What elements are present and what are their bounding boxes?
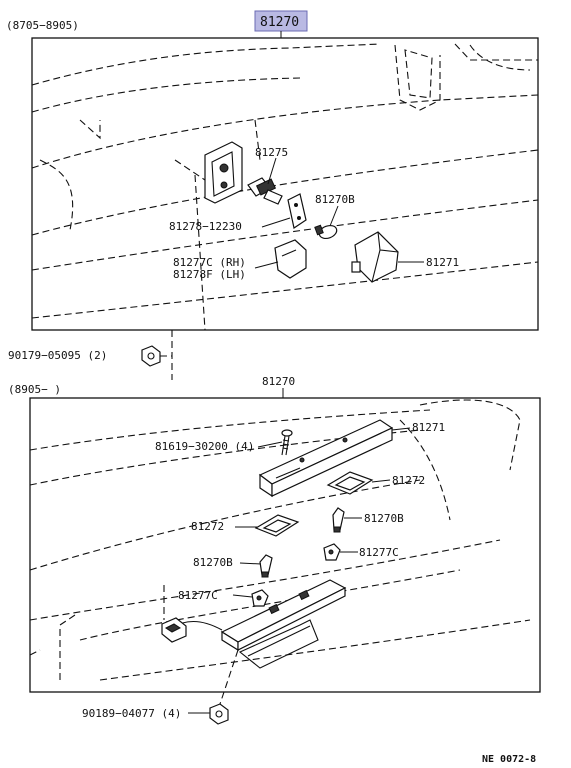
nut-90189-dashed-line [217,649,239,711]
top-body-outline [31,43,539,331]
leader-81272-right [371,479,391,483]
label-81619-30200[interactable]: 81619−30200 (4) [155,440,254,453]
leader-81271-bottom [391,427,411,431]
bulb-81270B-left[interactable] [259,554,273,578]
bracket-81278[interactable] [287,193,307,229]
label-81278-12230[interactable]: 81278−12230 [169,220,242,233]
leader-81270B-top [329,205,339,227]
label-81270B-top[interactable]: 81270B [315,193,355,206]
nut-90189[interactable] [209,703,229,725]
label-81270B-left[interactable]: 81270B [193,556,233,569]
label-81272-left[interactable]: 81272 [191,520,224,533]
screw-81619[interactable] [281,429,293,456]
top-frame [31,37,539,331]
label-81270B-right[interactable]: 81270B [364,512,404,525]
leader-81277C-left [232,594,253,598]
lamp-base-bottom[interactable] [220,579,347,669]
label-81271-bottom[interactable]: 81271 [412,421,445,434]
label-81272-right[interactable]: 81272 [392,474,425,487]
leader-81270B-left [239,562,262,565]
cap-81277C-left[interactable] [251,589,269,607]
label-90189-04077[interactable]: 90189−04077 (4) [82,707,181,720]
nut-90179[interactable] [141,345,161,367]
label-81277C-rh[interactable]: 81277C (RH) [173,256,246,269]
top-assembly-code[interactable]: 81270 [260,15,299,30]
top-period-label: (8705−8905) [6,19,79,32]
label-81277C-right[interactable]: 81277C [359,546,399,559]
leader-81619 [257,441,283,448]
lamp-housing-top [204,141,243,204]
gasket-81272-right[interactable] [326,471,374,495]
bulb-81270B-top[interactable] [314,223,339,240]
bottom-assembly-code[interactable]: 81270 [262,375,295,388]
leader-81278 [261,217,291,228]
label-81271-top[interactable]: 81271 [426,256,459,269]
cap-81277C-right[interactable] [323,543,341,561]
connector-plug [161,617,187,643]
label-81277C-left[interactable]: 81277C [178,589,218,602]
bottom-body-outline [29,399,531,681]
cover-81277C-81278F[interactable] [274,239,307,279]
gasket-81272-left[interactable] [254,514,300,537]
leader-81277C [254,261,279,269]
bottom-period-label: (8905− ) [8,383,61,396]
figure-code: NE 0072-8 [482,754,536,765]
lens-81271-top[interactable] [351,231,399,283]
socket-81275[interactable] [247,177,283,205]
label-81278F-lh[interactable]: 81278F (LH) [173,268,246,281]
leader-81275 [267,157,277,185]
label-81275[interactable]: 81275 [255,146,288,159]
label-90179-05095[interactable]: 90179−05095 (2) [8,349,107,362]
bulb-81270B-right[interactable] [332,507,345,533]
lamp-bar-81271[interactable] [258,419,394,498]
bottom-frame [29,397,541,693]
